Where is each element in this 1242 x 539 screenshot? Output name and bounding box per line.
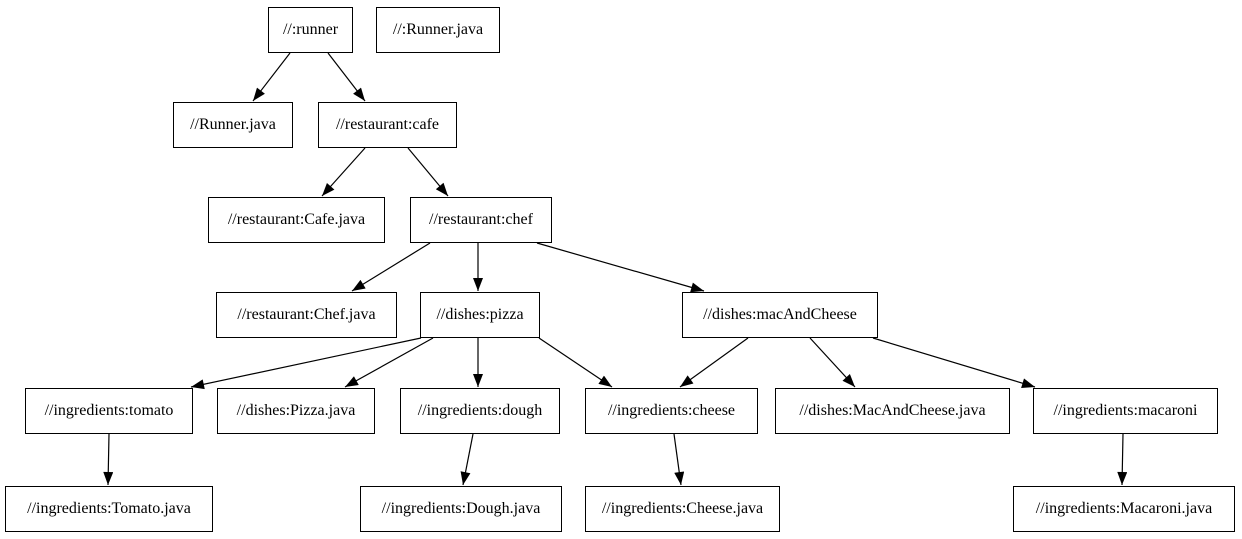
- node-label: //ingredients:tomato: [44, 402, 174, 419]
- node-label: //Runner.java: [190, 116, 276, 133]
- edge-chef-to-mac-and-cheese: [536, 242, 705, 293]
- graph-node-runner-java: //Runner.java: [173, 102, 293, 148]
- node-label: //dishes:pizza: [436, 306, 524, 323]
- graph-node-pizza-java: //dishes:Pizza.java: [217, 388, 375, 434]
- node-label: //dishes:MacAndCheese.java: [799, 402, 986, 419]
- edge-pizza-to-tomato: [190, 337, 422, 390]
- edge-dough-to-dough-java: [460, 433, 474, 486]
- edge-chef-to-chef-java: [351, 242, 431, 292]
- node-label: //ingredients:Macaroni.java: [1035, 500, 1213, 517]
- edge-cheese-to-cheese-java: [673, 433, 685, 486]
- node-label: //:runner: [282, 21, 339, 38]
- edge-macaroni-to-macaroni-java: [1117, 433, 1128, 486]
- edge-mac-and-cheese-to-macaroni: [872, 337, 1036, 389]
- graph-node-pizza: //dishes:pizza: [420, 292, 540, 338]
- graph-node-macaroni-java: //ingredients:Macaroni.java: [1013, 486, 1235, 532]
- node-label: //restaurant:cafe: [335, 116, 440, 133]
- edge-cafe-to-cafe-java: [321, 147, 366, 197]
- graph-node-tomato: //ingredients:tomato: [25, 388, 193, 434]
- graph-node-cheese-java: //ingredients:Cheese.java: [585, 486, 780, 532]
- node-label: //:Runner.java: [392, 21, 484, 38]
- node-label: //ingredients:Tomato.java: [27, 500, 191, 517]
- node-label: //restaurant:Chef.java: [237, 306, 376, 323]
- graph-node-runner: //:runner: [268, 7, 353, 53]
- edge-tomato-to-tomato-java: [103, 433, 114, 486]
- node-label: //dishes:Pizza.java: [236, 402, 356, 419]
- graph-node-tomato-java: //ingredients:Tomato.java: [5, 486, 213, 532]
- node-label: //ingredients:macaroni: [1053, 402, 1198, 419]
- graph-node-macaroni: //ingredients:macaroni: [1033, 388, 1218, 434]
- node-label: //ingredients:Dough.java: [381, 500, 541, 517]
- node-label: //ingredients:cheese: [607, 402, 736, 419]
- graph-node-mac-and-cheese-java: //dishes:MacAndCheese.java: [775, 388, 1010, 434]
- graph-node-cafe: //restaurant:cafe: [318, 102, 457, 148]
- graph-node-chef-java: //restaurant:Chef.java: [216, 292, 397, 338]
- node-label: //restaurant:chef: [429, 211, 533, 228]
- node-label: //dishes:macAndCheese: [703, 306, 857, 323]
- node-label: //restaurant:Cafe.java: [227, 211, 366, 228]
- graph-node-dough-java: //ingredients:Dough.java: [360, 486, 562, 532]
- edge-cafe-to-chef: [407, 147, 449, 197]
- edge-pizza-to-cheese: [538, 337, 613, 388]
- graph-node-mac-and-cheese: //dishes:macAndCheese: [682, 292, 878, 338]
- graph-node-cheese: //ingredients:cheese: [585, 388, 758, 434]
- graph-node-runner-java-src: //:Runner.java: [376, 7, 500, 53]
- edge-mac-and-cheese-to-cheese: [679, 337, 749, 388]
- edge-pizza-to-pizza-java: [344, 337, 434, 388]
- graph-node-dough: //ingredients:dough: [400, 388, 560, 434]
- node-label: //ingredients:dough: [417, 402, 543, 419]
- graph-node-cafe-java: //restaurant:Cafe.java: [208, 197, 385, 243]
- edge-mac-and-cheese-to-mac-and-cheese-java: [809, 337, 856, 388]
- edge-runner-to-cafe: [327, 52, 366, 102]
- graph-node-chef: //restaurant:chef: [410, 197, 552, 243]
- edge-runner-to-runner-java: [252, 52, 291, 102]
- node-label: //ingredients:Cheese.java: [601, 500, 764, 517]
